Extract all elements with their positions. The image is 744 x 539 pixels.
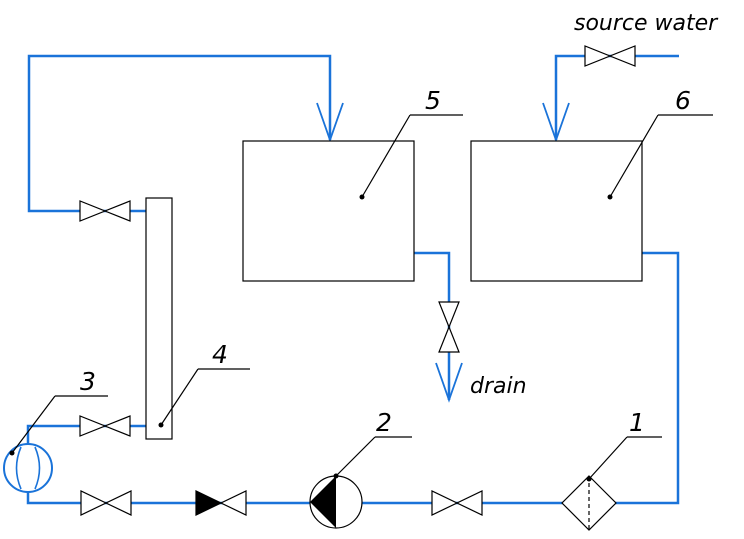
source-water-label: source water: [574, 11, 719, 36]
label-6: 6: [675, 86, 691, 115]
arrow-into-tank5: [316, 102, 344, 143]
filter-1: [561, 475, 617, 531]
column-4: [145, 197, 173, 440]
pipe-drain: [414, 251, 451, 400]
pump-2: [309, 473, 363, 529]
tank-5: [242, 140, 415, 282]
check-valve[interactable]: [195, 490, 247, 516]
leaders: [11, 114, 713, 480]
pipe-network: [26, 54, 680, 505]
tank-6: [470, 140, 643, 282]
valve-before-filter[interactable]: [431, 490, 483, 516]
flow-meter-3: [3, 443, 53, 493]
valve-flowmeter-outlet[interactable]: [79, 415, 131, 437]
arrow-into-tank6: [542, 102, 570, 143]
label-3: 3: [80, 367, 96, 396]
valve-column-top[interactable]: [79, 200, 131, 222]
label-1: 1: [629, 408, 645, 437]
arrow-drain: [435, 362, 463, 403]
pipe-source-water: [554, 54, 679, 140]
pipe-main-bottom: [26, 251, 680, 505]
pipe-column-to-tank5: [27, 54, 332, 213]
label-5: 5: [425, 86, 441, 115]
valve-bottom-left[interactable]: [80, 490, 132, 516]
valve-drain[interactable]: [438, 301, 460, 353]
label-4: 4: [212, 340, 228, 369]
label-2: 2: [376, 408, 392, 437]
drain-label: drain: [470, 374, 527, 399]
valve-source-water[interactable]: [584, 45, 636, 67]
